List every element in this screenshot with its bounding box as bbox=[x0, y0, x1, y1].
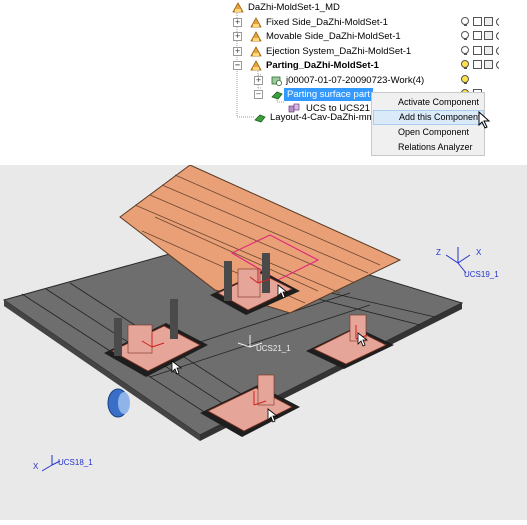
tree-row-label: Movable Side_DaZhi-MoldSet-1 bbox=[266, 31, 401, 42]
tree-row-label: Fixed Side_DaZhi-MoldSet-1 bbox=[266, 17, 388, 28]
ucs21-label: UCS21_1 bbox=[256, 344, 291, 353]
tree-row-fixed-side[interactable]: + Fixed Side_DaZhi-MoldSet-1 bbox=[228, 15, 488, 30]
assembly-navigator: DaZhi-MoldSet-1_MD + Fixed Side_DaZhi-Mo… bbox=[228, 0, 499, 155]
menu-item-relations-analyzer[interactable]: Relations Analyzer bbox=[373, 140, 484, 155]
component-icon bbox=[271, 91, 283, 100]
tree-row-parting-surface-part[interactable]: − Parting surface part bbox=[228, 87, 488, 102]
component-icon bbox=[271, 76, 282, 86]
status-light-icon[interactable] bbox=[461, 75, 471, 85]
tree-row-label: j00007-01-07-20090723-Work(4) bbox=[286, 75, 425, 86]
assembly-icon bbox=[250, 46, 262, 57]
expand-icon[interactable]: + bbox=[233, 32, 242, 41]
tree-row-ejection-system[interactable]: + Ejection System_DaZhi-MoldSet-1 bbox=[228, 44, 488, 59]
expand-icon[interactable]: + bbox=[233, 18, 242, 27]
checkbox-icon[interactable] bbox=[473, 46, 482, 55]
component-icon bbox=[484, 60, 493, 69]
status-columns-row-4 bbox=[461, 60, 499, 70]
component-icon bbox=[484, 17, 493, 26]
mold-model[interactable]: UCS21_1 Z X UCS19_1 X UCS18_1 bbox=[0, 164, 527, 520]
ucs18-triad bbox=[41, 455, 61, 472]
checkbox-icon[interactable] bbox=[473, 60, 482, 69]
ucs21-triad bbox=[237, 335, 263, 348]
insert-left[interactable] bbox=[104, 299, 208, 377]
tree-row-ucs-to-ucs21[interactable]: UCS to UCS21 bbox=[228, 101, 428, 116]
expand-icon[interactable]: + bbox=[233, 47, 242, 56]
menu-item-label: Add this Component bbox=[399, 112, 481, 122]
orange-parting-surface[interactable] bbox=[119, 164, 402, 314]
context-menu: Activate Component Add this Component Op… bbox=[371, 92, 485, 156]
collapse-icon[interactable]: − bbox=[254, 90, 263, 99]
mouse-cursor-icon bbox=[171, 284, 369, 423]
ucs18-label: UCS18_1 bbox=[58, 458, 93, 467]
tree-row-movable-side[interactable]: + Movable Side_DaZhi-MoldSet-1 bbox=[228, 29, 488, 44]
status-light-icon[interactable] bbox=[461, 46, 471, 56]
component-icon bbox=[484, 46, 493, 55]
graphics-viewport[interactable]: UCS21_1 Z X UCS19_1 X UCS18_1 bbox=[0, 164, 527, 520]
tree-row-label: DaZhi-MoldSet-1_MD bbox=[248, 2, 340, 13]
blue-cylinder[interactable] bbox=[107, 388, 130, 418]
tree-row-work-part[interactable]: + j00007-01-07-20090723-Work(4) bbox=[228, 73, 488, 88]
assembly-icon bbox=[250, 60, 262, 71]
menu-item-label: Open Component bbox=[398, 127, 470, 137]
tree-row-label: Layout-4-Cav-DaZhi-mm bbox=[270, 112, 375, 123]
expand-icon[interactable]: + bbox=[254, 76, 263, 85]
status-columns-row-2 bbox=[461, 31, 499, 41]
tree-row-parting[interactable]: − Parting_DaZhi-MoldSet-1 bbox=[228, 58, 488, 73]
status-columns-row-3 bbox=[461, 46, 499, 56]
checkbox-icon[interactable] bbox=[473, 31, 482, 40]
status-columns-row-1 bbox=[461, 17, 499, 27]
ucs19-label: UCS19_1 bbox=[464, 270, 499, 279]
component-icon bbox=[484, 31, 493, 40]
triad-z-label: Z bbox=[436, 248, 441, 257]
menu-item-label: Relations Analyzer bbox=[398, 142, 473, 152]
menu-item-add-this-component[interactable]: Add this Component bbox=[373, 110, 484, 125]
triad-x-label: X bbox=[476, 248, 482, 257]
link-icon bbox=[496, 47, 499, 55]
collapse-icon[interactable]: − bbox=[233, 61, 242, 70]
insert-top[interactable] bbox=[210, 253, 300, 315]
mouse-cursor-icon bbox=[478, 111, 491, 129]
tree-row-label: Parting_DaZhi-MoldSet-1 bbox=[266, 60, 379, 71]
tree-row-label: UCS to UCS21 bbox=[306, 103, 370, 114]
gray-ribs bbox=[21, 272, 436, 418]
menu-item-activate-component[interactable]: Activate Component bbox=[373, 95, 484, 110]
status-light-icon[interactable] bbox=[461, 17, 471, 27]
link-icon bbox=[496, 32, 499, 40]
insert-bottom[interactable] bbox=[200, 374, 300, 437]
link-icon bbox=[496, 18, 499, 26]
triad-x-label-lower: X bbox=[33, 462, 39, 471]
status-light-icon[interactable] bbox=[461, 60, 471, 70]
tree-row-root[interactable]: DaZhi-MoldSet-1_MD bbox=[228, 0, 488, 15]
constraint-icon bbox=[288, 103, 300, 113]
checkbox-icon[interactable] bbox=[473, 17, 482, 26]
insert-right[interactable] bbox=[306, 314, 394, 369]
tree-row-label: Ejection System_DaZhi-MoldSet-1 bbox=[266, 46, 412, 57]
local-triads bbox=[141, 269, 369, 406]
assembly-icon bbox=[232, 2, 244, 13]
status-light-icon[interactable] bbox=[461, 31, 471, 41]
status-columns-row-5 bbox=[461, 75, 473, 85]
ucs19-triad bbox=[445, 247, 471, 274]
link-icon bbox=[496, 61, 499, 69]
menu-item-open-component[interactable]: Open Component bbox=[373, 125, 484, 140]
tree-row-layout[interactable]: Layout-4-Cav-DaZhi-mm bbox=[228, 110, 428, 125]
gray-plate-edge bbox=[4, 300, 200, 441]
assembly-icon bbox=[250, 17, 262, 28]
assembly-icon bbox=[250, 31, 262, 42]
menu-item-label: Activate Component bbox=[398, 97, 480, 107]
tree-row-label-selected: Parting surface part bbox=[284, 88, 373, 101]
component-icon bbox=[254, 114, 266, 123]
